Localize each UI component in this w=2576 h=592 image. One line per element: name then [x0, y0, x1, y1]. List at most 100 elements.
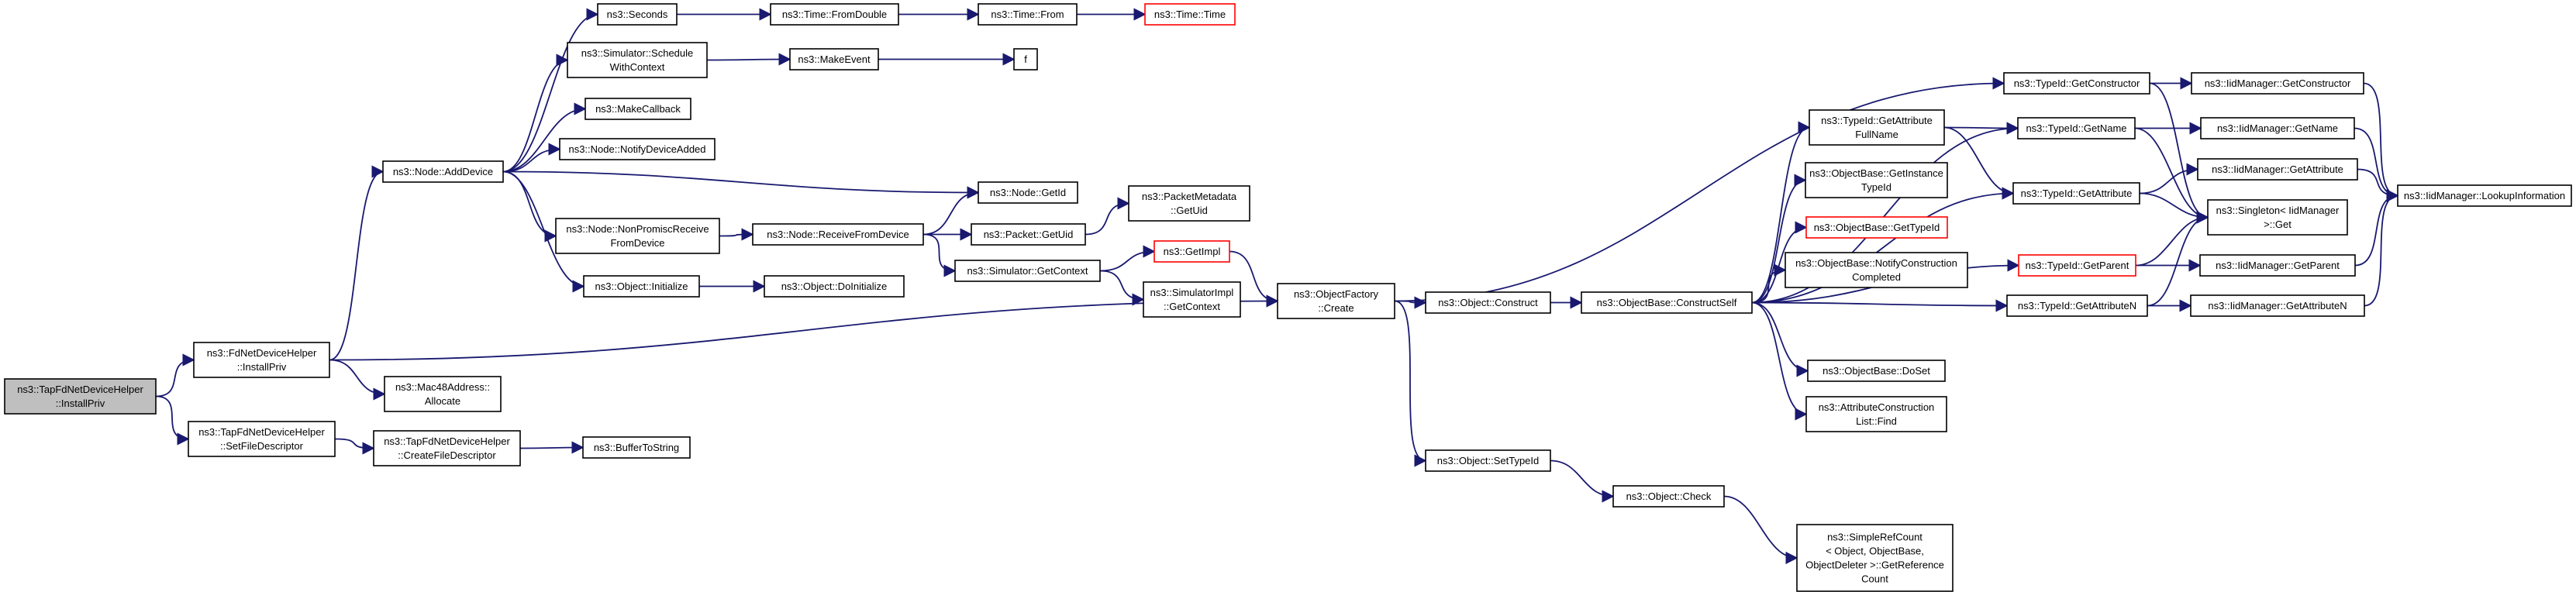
node-notifyConstructionCompleted[interactable]: ns3::ObjectBase::NotifyConstructionCompl…: [1785, 252, 1968, 288]
edge-addDevice-to-notifyDeviceAdded: [502, 143, 561, 173]
node-singletonGet[interactable]: ns3::Singleton< IidManager>::Get: [2207, 199, 2348, 236]
node-box: [954, 260, 1101, 282]
node-mac48Allocate[interactable]: ns3::Mac48Address::Allocate: [384, 376, 502, 412]
node-box: [789, 48, 879, 71]
node-label: ns3::IidManager::GetAttribute: [2212, 163, 2343, 175]
node-label: ::GetUid: [1171, 205, 1208, 216]
edge-receiveFromDevice-to-getContext: [922, 233, 957, 277]
node-typeIdGetAttributeN[interactable]: ns3::TypeId::GetAttributeN: [2006, 294, 2148, 317]
node-box: [1807, 360, 1946, 382]
node-objectInitialize[interactable]: ns3::Object::Initialize: [583, 275, 700, 298]
node-label: Completed: [1852, 271, 1901, 283]
node-box: [373, 430, 521, 466]
edge-addDevice-to-makeCallback: [502, 102, 587, 173]
node-label: ns3::ObjectBase::ConstructSelf: [1597, 297, 1737, 308]
node-label: ns3::Mac48Address::: [395, 381, 490, 393]
node-typeIdGetAttribute[interactable]: ns3::TypeId::GetAttribute: [2012, 182, 2140, 205]
node-box: [1796, 524, 1954, 592]
node-simpleRefCount[interactable]: ns3::SimpleRefCount< Object, ObjectBase,…: [1796, 524, 1954, 592]
node-box: [1612, 485, 1725, 508]
node-timeFrom[interactable]: ns3::Time::From: [978, 3, 1078, 26]
edge-getAttributeFullName-to-typeIdGetName: [1943, 122, 2019, 135]
node-label: ns3::Node::ReceiveFromDevice: [767, 229, 909, 240]
node-objectDoInitialize[interactable]: ns3::Object::DoInitialize: [764, 275, 905, 298]
node-box: [2003, 72, 2150, 95]
node-simImplGetContext[interactable]: ns3::SimulatorImpl::GetContext: [1143, 281, 1241, 318]
node-iidGetParent[interactable]: ns3::IidManager::GetParent: [2199, 254, 2356, 277]
node-iidGetName[interactable]: ns3::IidManager::GetName: [2200, 117, 2355, 139]
node-receiveFromDevice[interactable]: ns3::Node::ReceiveFromDevice: [752, 223, 924, 246]
edge-iidGetAttribute-to-lookupInformation: [2357, 168, 2399, 202]
node-box: [1143, 281, 1241, 318]
node-nodeGetId[interactable]: ns3::Node::GetId: [978, 181, 1078, 204]
node-label: ns3::Node::NotifyDeviceAdded: [568, 143, 705, 155]
edge-nonPromisc-to-receiveFromDevice: [719, 228, 754, 241]
node-notifyDeviceAdded[interactable]: ns3::Node::NotifyDeviceAdded: [559, 138, 716, 160]
node-objectCheck[interactable]: ns3::Object::Check: [1612, 485, 1725, 508]
node-lookupInformation[interactable]: ns3::IidManager::LookupInformation: [2397, 184, 2572, 207]
node-fdInstallPriv[interactable]: ns3::FdNetDeviceHelper::InstallPriv: [193, 342, 330, 378]
edge-iidGetName-to-lookupInformation: [2354, 127, 2399, 202]
node-label: ::InstallPriv: [56, 398, 105, 409]
node-createFileDescriptor[interactable]: ns3::TapFdNetDeviceHelper::CreateFileDes…: [373, 430, 521, 466]
node-label: FromDevice: [610, 237, 664, 249]
node-setTypeId[interactable]: ns3::Object::SetTypeId: [1425, 449, 1551, 472]
edge-fdInstallPriv-to-objectFactoryCreate: [329, 294, 1279, 361]
node-label: ns3::Simulator::GetContext: [967, 265, 1088, 277]
node-box: [1154, 240, 1230, 263]
edge-iidGetConstructor-to-lookupInformation: [2363, 82, 2399, 202]
node-box: [1785, 252, 1968, 288]
edge-constructSelf-to-getInstanceTypeId: [1751, 174, 1807, 304]
node-doSet[interactable]: ns3::ObjectBase::DoSet: [1807, 360, 1946, 382]
node-objectBaseGetTypeId[interactable]: ns3::ObjectBase::GetTypeId: [1805, 216, 1948, 239]
node-label: ns3::Time::From: [991, 9, 1064, 20]
node-f[interactable]: f: [1013, 48, 1038, 71]
node-label: ns3::Object::Construct: [1438, 297, 1538, 308]
node-label: ns3::Object::SetTypeId: [1437, 455, 1540, 466]
node-label: Count: [1861, 573, 1888, 585]
node-constructSelf[interactable]: ns3::ObjectBase::ConstructSelf: [1581, 291, 1753, 314]
edge-constructSelf-to-notifyConstructionCompleted: [1751, 263, 1787, 304]
node-makeCallback[interactable]: ns3::MakeCallback: [585, 98, 691, 120]
node-getImpl[interactable]: ns3::GetImpl: [1154, 240, 1230, 263]
node-packetMetadataGetUid[interactable]: ns3::PacketMetadata::GetUid: [1128, 185, 1250, 222]
node-label: ns3::Object::DoInitialize: [781, 281, 888, 292]
node-setFileDescriptor[interactable]: ns3::TapFdNetDeviceHelper::SetFileDescri…: [188, 421, 336, 457]
node-iidGetConstructor[interactable]: ns3::IidManager::GetConstructor: [2191, 72, 2364, 95]
node-typeIdGetParent[interactable]: ns3::TypeId::GetParent: [2018, 254, 2136, 277]
node-timeFromDouble[interactable]: ns3::Time::FromDouble: [770, 3, 899, 26]
edge-typeIdGetAttribute-to-iidGetAttribute: [2139, 163, 2199, 194]
node-makeEvent[interactable]: ns3::MakeEvent: [789, 48, 879, 71]
node-seconds[interactable]: ns3::Seconds: [597, 3, 678, 26]
node-label: Allocate: [425, 395, 460, 407]
node-box: [1425, 291, 1551, 314]
node-typeIdGetConstructor[interactable]: ns3::TypeId::GetConstructor: [2003, 72, 2150, 95]
node-objectConstruct[interactable]: ns3::Object::Construct: [1425, 291, 1551, 314]
node-getContext[interactable]: ns3::Simulator::GetContext: [954, 260, 1101, 282]
node-label: ns3::ObjectBase::NotifyConstruction: [1795, 257, 1957, 269]
node-objectFactoryCreate[interactable]: ns3::ObjectFactory::Create: [1277, 283, 1395, 319]
edge-addDevice-to-nonPromisc: [502, 170, 557, 243]
node-root[interactable]: ns3::TapFdNetDeviceHelper::InstallPriv: [4, 378, 157, 415]
node-iidGetAttributeN[interactable]: ns3::IidManager::GetAttributeN: [2190, 294, 2365, 317]
node-packetGetUid[interactable]: ns3::Packet::GetUid: [971, 223, 1086, 246]
node-bufferToString[interactable]: ns3::BufferToString: [582, 436, 691, 459]
node-label: >::Get: [2264, 219, 2292, 230]
node-label: ns3::Object::Initialize: [595, 281, 688, 292]
node-box: [978, 3, 1078, 26]
node-box: [555, 218, 720, 254]
edge-root-to-fdInstallPriv: [155, 353, 195, 398]
edge-constructSelf-to-attributeConstructionListFind: [1751, 301, 1808, 421]
node-iidGetAttribute[interactable]: ns3::IidManager::GetAttribute: [2197, 158, 2358, 181]
edge-setFileDescriptor-to-createFileDescriptor: [334, 438, 375, 455]
node-label: ns3::TypeId::GetConstructor: [2014, 77, 2140, 89]
node-addDevice[interactable]: ns3::Node::AddDevice: [382, 160, 504, 183]
node-timeTime[interactable]: ns3::Time::Time: [1144, 3, 1236, 26]
node-typeIdGetName[interactable]: ns3::TypeId::GetName: [2017, 117, 2136, 139]
